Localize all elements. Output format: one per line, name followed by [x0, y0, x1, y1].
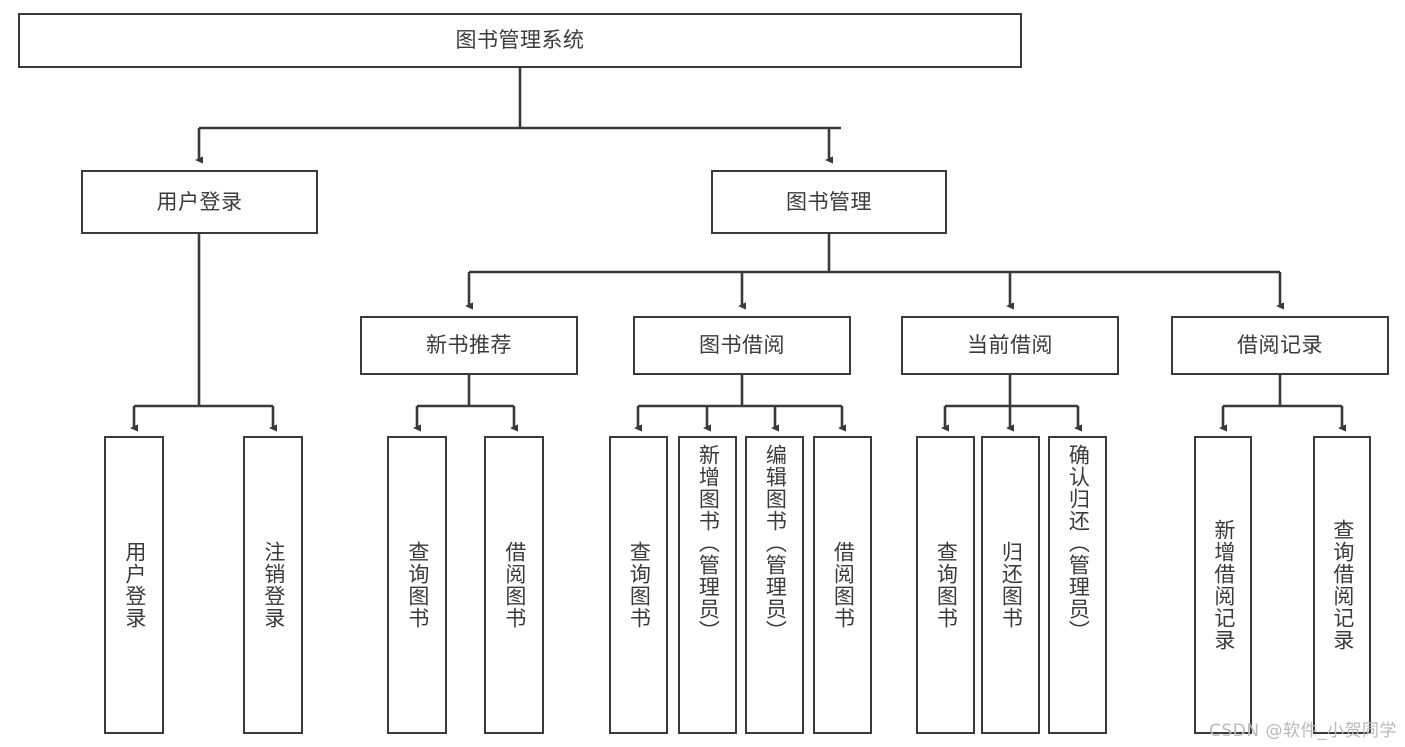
node-label: 用户登录: [156, 189, 243, 214]
leaf-cb-confirm-return-admin[interactable]: 确认归还（管理员）: [1048, 436, 1107, 734]
node-label: 借阅图书: [831, 541, 856, 629]
leaf-bb-edit-book-admin[interactable]: 编辑图书（管理员）: [745, 436, 804, 734]
leaf-bb-add-book-admin[interactable]: 新增图书（管理员）: [678, 436, 737, 734]
leaf-bb-borrow-book[interactable]: 借阅图书: [813, 436, 872, 734]
node-label: 查询图书: [627, 541, 652, 629]
leaf-cb-query-book[interactable]: 查询图书: [916, 436, 975, 734]
node-user-login[interactable]: 用户登录: [81, 170, 318, 234]
edges-root-to-level2: [195, 68, 841, 164]
node-label: 归还图书: [999, 541, 1024, 629]
leaf-br-query-record[interactable]: 查询借阅记录: [1313, 436, 1371, 734]
node-root-book-management-system[interactable]: 图书管理系统: [18, 13, 1022, 68]
edges-book-borrow-to-leaves: [634, 375, 847, 432]
node-borrow-record[interactable]: 借阅记录: [1171, 316, 1389, 375]
csdn-watermark: CSDN @软件_小贺同学: [1209, 721, 1397, 741]
node-label: 图书管理: [786, 189, 872, 214]
node-label: 图书管理系统: [455, 28, 585, 53]
edges-current-borrow-to-leaves: [941, 375, 1083, 432]
node-label: 新增借阅记录: [1211, 519, 1236, 651]
node-label: 确认归还（管理员）: [1066, 444, 1091, 642]
edges-user-login-to-leaves: [130, 234, 278, 432]
node-label: 借阅图书: [502, 541, 527, 629]
node-current-borrow[interactable]: 当前借阅: [901, 316, 1119, 375]
leaf-user-login[interactable]: 用户登录: [104, 436, 164, 734]
node-label: 查询借阅记录: [1330, 519, 1355, 651]
edges-book-manage-to-level3: [465, 234, 1285, 310]
leaf-br-add-record[interactable]: 新增借阅记录: [1194, 436, 1252, 734]
node-new-book-recommend[interactable]: 新书推荐: [360, 316, 578, 375]
node-label: 当前借阅: [967, 333, 1053, 358]
node-book-management[interactable]: 图书管理: [711, 170, 947, 234]
node-label: 借阅记录: [1237, 333, 1323, 358]
leaf-logout[interactable]: 注销登录: [243, 436, 303, 734]
leaf-cb-return-book[interactable]: 归还图书: [981, 436, 1040, 734]
node-label: 注销登录: [261, 541, 286, 629]
node-label: 编辑图书（管理员）: [763, 444, 788, 642]
leaf-bb-query-book[interactable]: 查询图书: [609, 436, 668, 734]
node-label: 新增图书（管理员）: [696, 444, 721, 642]
node-book-borrow[interactable]: 图书借阅: [633, 316, 851, 375]
leaf-nbr-query-book[interactable]: 查询图书: [387, 436, 447, 734]
node-label: 用户登录: [122, 541, 147, 629]
node-label: 查询图书: [934, 541, 959, 629]
edges-borrow-record-to-leaves: [1219, 375, 1347, 432]
node-label: 查询图书: [405, 541, 430, 629]
node-label: 新书推荐: [426, 333, 512, 358]
node-label: 图书借阅: [699, 333, 785, 358]
leaf-nbr-borrow-book[interactable]: 借阅图书: [484, 436, 544, 734]
edges-new-book-recommend-to-leaves: [413, 375, 519, 432]
